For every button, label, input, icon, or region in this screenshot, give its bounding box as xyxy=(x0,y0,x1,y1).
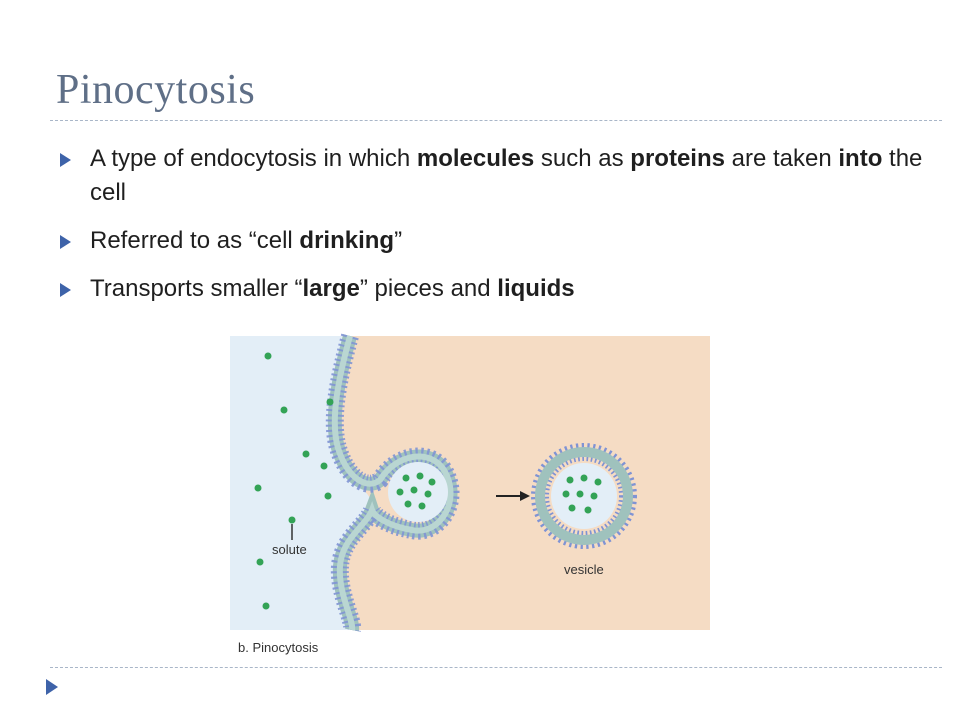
bullet-item: Transports smaller “large” pieces and li… xyxy=(58,272,938,306)
figure-caption: b. Pinocytosis xyxy=(238,640,319,655)
vesicle xyxy=(531,443,637,549)
bullet-item: A type of endocytosis in which molecules… xyxy=(58,142,938,210)
bullet-segment: the cell xyxy=(90,145,923,206)
plasma-membrane xyxy=(325,333,460,632)
process-arrow xyxy=(496,491,530,501)
bullet-emphasis: into xyxy=(838,145,883,172)
bullet-emphasis: proteins xyxy=(630,145,725,172)
bullet-segment: Referred to as “cell xyxy=(90,227,300,254)
bullet-arrow-icon xyxy=(60,235,71,249)
bullet-segment: ” xyxy=(394,227,403,254)
pinocytosis-diagram: solute vesicle b. Pinocytosis xyxy=(230,333,710,655)
bullet-emphasis: liquids xyxy=(497,275,575,302)
vesicle-label: vesicle xyxy=(564,562,604,577)
bullet-arrow-icon xyxy=(60,153,71,167)
footer-arrow-icon xyxy=(46,679,58,695)
bullet-segment: A type of endocytosis in which xyxy=(90,145,417,172)
bullet-text: Transports smaller “large” pieces and li… xyxy=(90,275,575,302)
footer-divider xyxy=(50,667,942,668)
bullet-emphasis: molecules xyxy=(416,145,535,172)
title-divider xyxy=(50,120,942,121)
bullet-emphasis: drinking xyxy=(299,227,395,254)
bullet-segment: such as xyxy=(534,145,631,172)
solute-label: solute xyxy=(272,542,307,557)
bullet-item: Referred to as “cell drinking” xyxy=(58,224,938,258)
bullet-list: A type of endocytosis in which molecules… xyxy=(58,142,938,320)
slide-title: Pinocytosis xyxy=(56,67,256,113)
solute-particles xyxy=(254,352,436,610)
bullet-text: Referred to as “cell drinking” xyxy=(90,227,402,254)
bullet-segment: Transports smaller “ xyxy=(90,275,303,302)
bullet-segment: are taken xyxy=(724,145,839,172)
bullet-text: A type of endocytosis in which molecules… xyxy=(90,145,922,206)
bullet-arrow-icon xyxy=(60,283,71,297)
bullet-segment: ” pieces and xyxy=(359,275,498,302)
bullet-emphasis: large xyxy=(302,275,360,302)
